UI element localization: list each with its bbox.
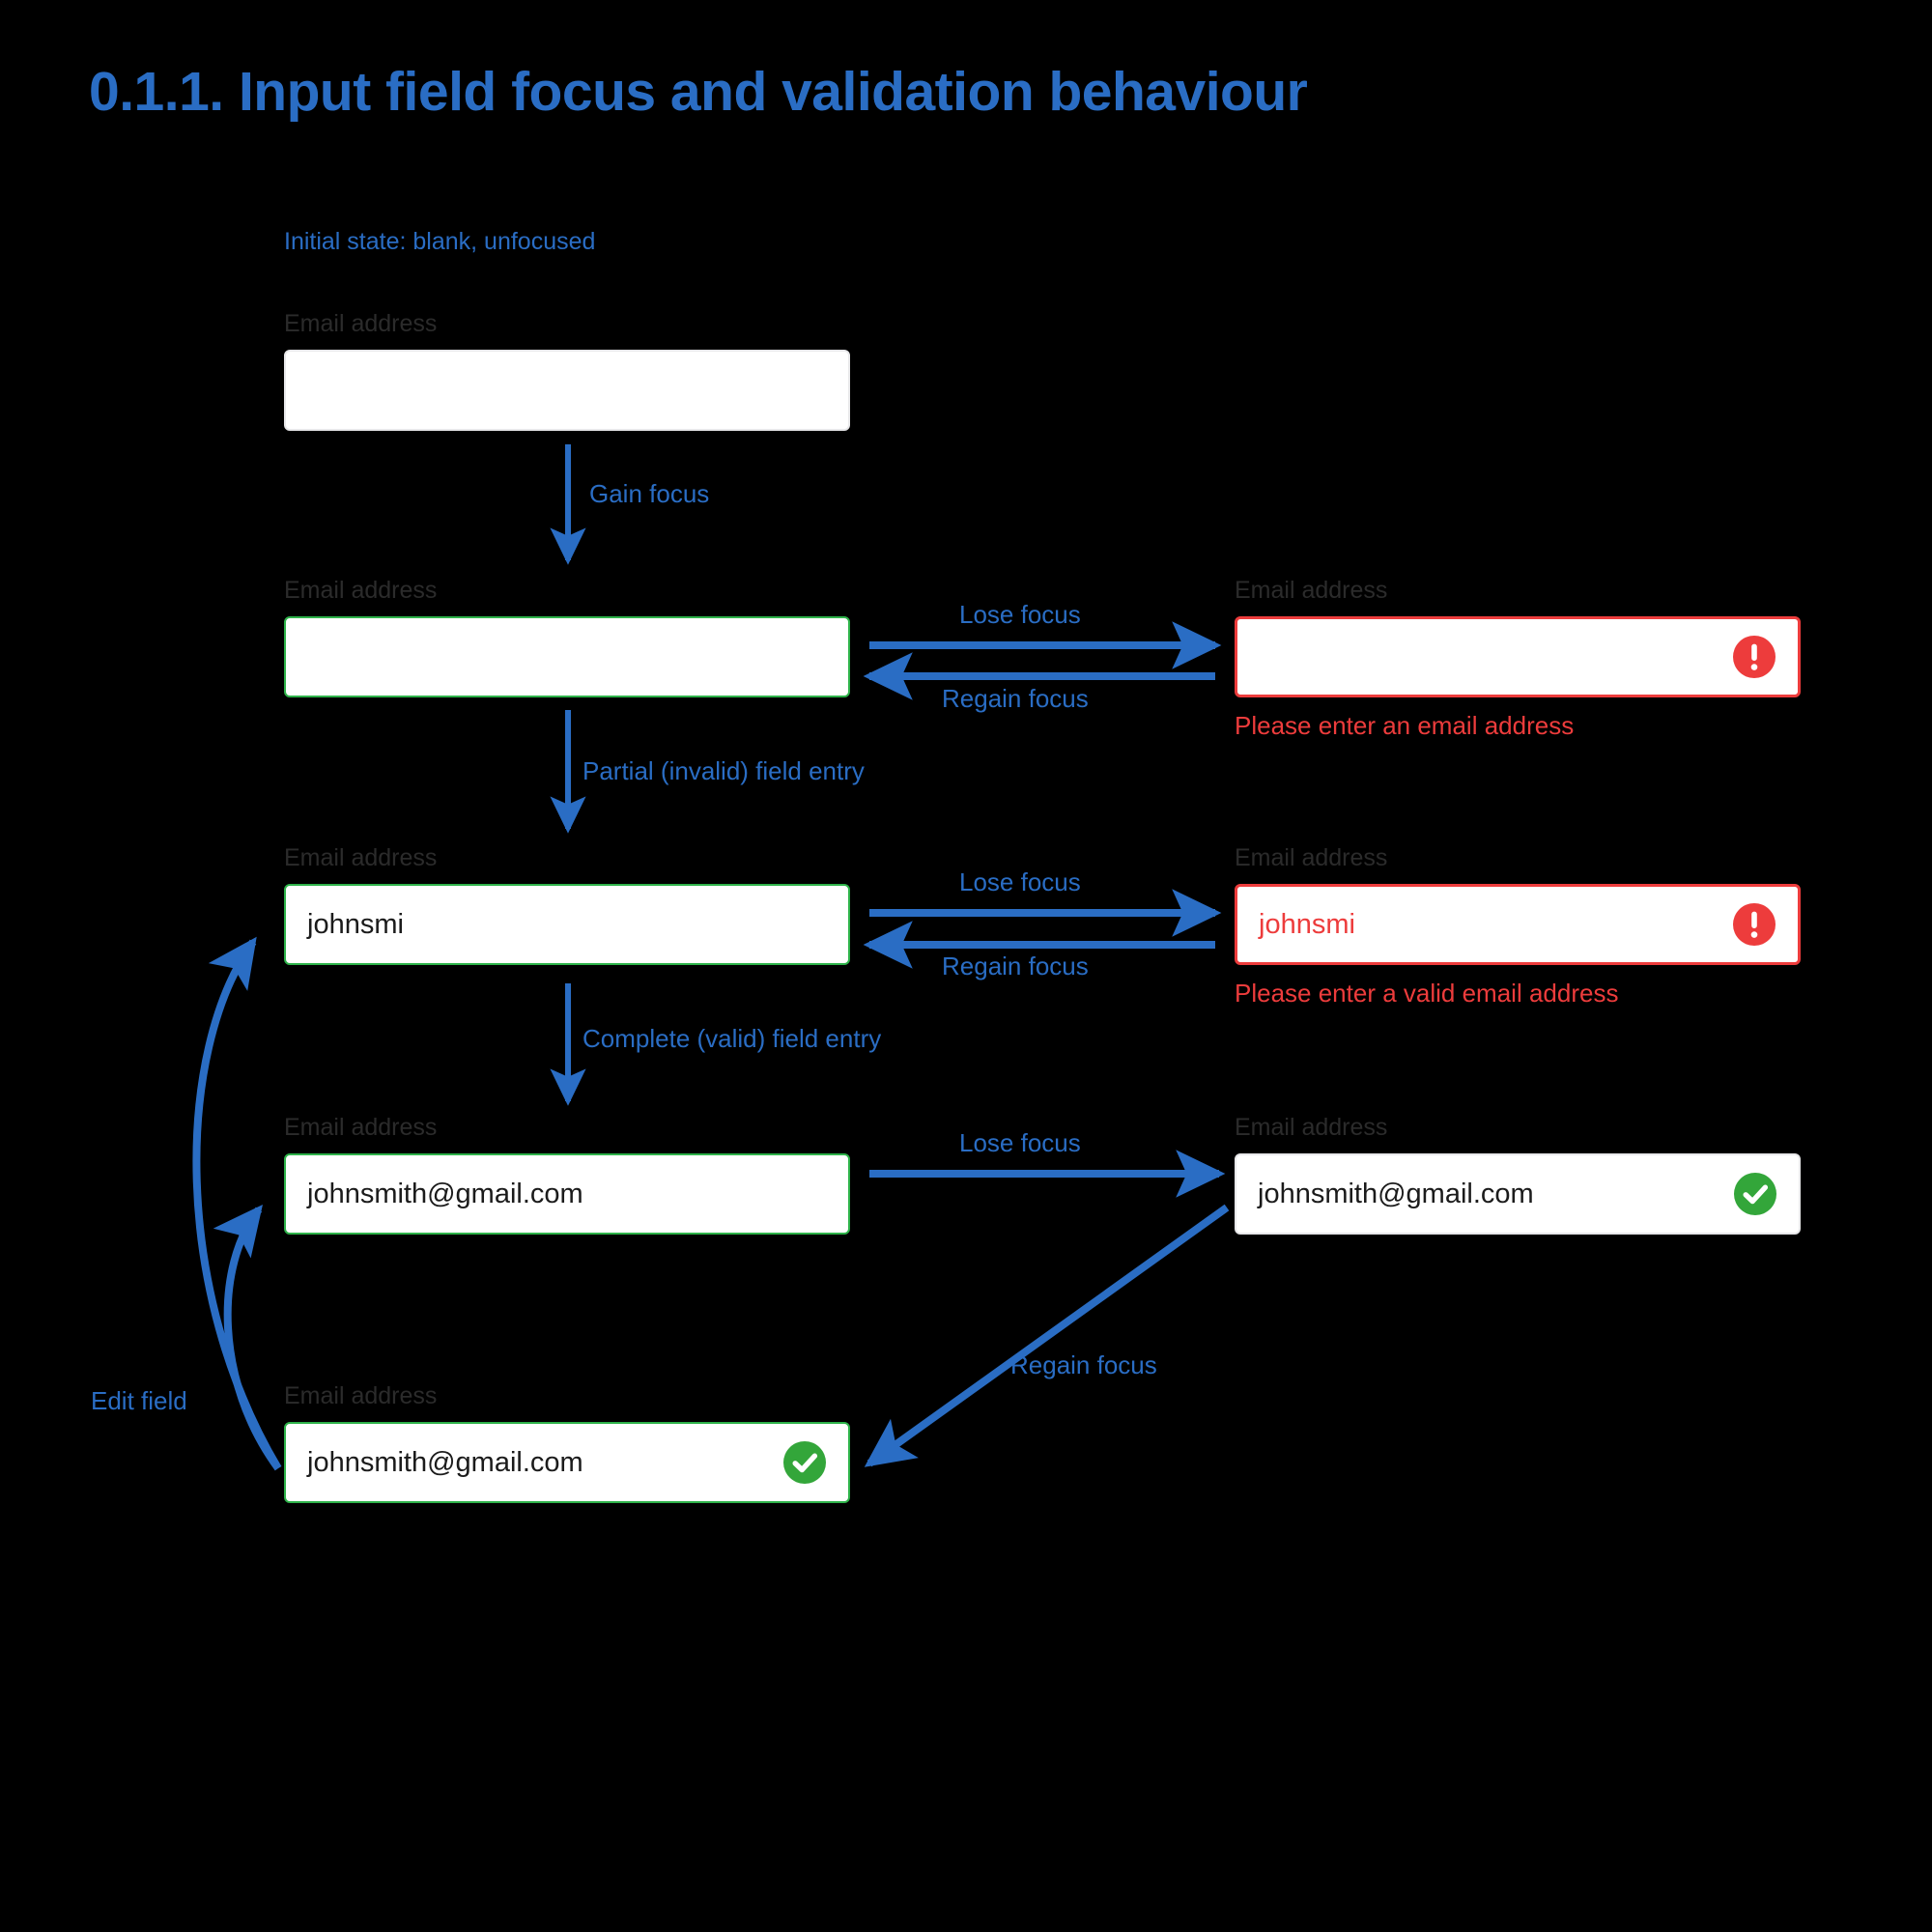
email-input-valid-focused[interactable]: johnsmith@gmail.com bbox=[284, 1153, 850, 1235]
transition-label-regain-focus-1: Regain focus bbox=[942, 684, 1089, 713]
success-icon bbox=[1733, 1172, 1777, 1216]
transition-label-complete-entry: Complete (valid) field entry bbox=[582, 1024, 882, 1053]
transition-label-edit-field: Edit field bbox=[91, 1386, 187, 1415]
field-error-message: Please enter an email address bbox=[1235, 711, 1575, 740]
error-icon bbox=[1732, 635, 1776, 679]
page-title: 0.1.1. Input field focus and validation … bbox=[89, 61, 1308, 123]
email-input-blank-error[interactable] bbox=[1235, 616, 1801, 697]
field-value: johnsmi bbox=[1259, 909, 1355, 940]
field-state-blank-unfocused: Email address bbox=[284, 309, 850, 431]
initial-state-caption: Initial state: blank, unfocused bbox=[284, 228, 596, 255]
field-label: Email address bbox=[1235, 1114, 1388, 1141]
field-label: Email address bbox=[284, 310, 438, 337]
field-error-message: Please enter a valid email address bbox=[1235, 979, 1619, 1008]
field-label: Email address bbox=[284, 1114, 438, 1141]
field-state-valid-unfocused: Email address johnsmith@gmail.com bbox=[1235, 1113, 1801, 1235]
transition-label-lose-focus-3: Lose focus bbox=[959, 1128, 1081, 1157]
field-value: johnsmi bbox=[307, 909, 404, 940]
transition-label-gain-focus: Gain focus bbox=[589, 479, 710, 508]
email-input-blank-unfocused[interactable] bbox=[284, 350, 850, 431]
email-input-partial-focused[interactable]: johnsmi bbox=[284, 884, 850, 965]
field-state-blank-error: Email address Please enter an email addr… bbox=[1235, 576, 1801, 740]
field-state-partial-error: Email address johnsmi Please enter a val… bbox=[1235, 843, 1801, 1008]
email-input-blank-focused[interactable] bbox=[284, 616, 850, 697]
field-state-valid-focused: Email address johnsmith@gmail.com bbox=[284, 1113, 850, 1235]
field-value: johnsmith@gmail.com bbox=[1258, 1179, 1534, 1209]
arrow-regain-focus-3 bbox=[864, 1204, 1230, 1467]
arrow-edit-field-to-valid bbox=[213, 1204, 282, 1471]
transition-label-lose-focus-2: Lose focus bbox=[959, 867, 1081, 896]
arrow-edit-field-to-partial bbox=[192, 936, 282, 1471]
email-input-partial-error[interactable]: johnsmi bbox=[1235, 884, 1801, 965]
transition-label-regain-focus-3: Regain focus bbox=[1010, 1350, 1157, 1379]
transition-label-partial-entry: Partial (invalid) field entry bbox=[582, 756, 865, 785]
field-state-partial-focused: Email address johnsmi bbox=[284, 843, 850, 965]
transition-label-regain-focus-2: Regain focus bbox=[942, 952, 1089, 980]
field-value: johnsmith@gmail.com bbox=[307, 1179, 583, 1209]
error-icon bbox=[1732, 902, 1776, 947]
field-state-valid-refocused: Email address johnsmith@gmail.com bbox=[284, 1381, 850, 1503]
email-input-valid-unfocused[interactable]: johnsmith@gmail.com bbox=[1235, 1153, 1801, 1235]
field-label: Email address bbox=[284, 577, 438, 604]
field-value: johnsmith@gmail.com bbox=[307, 1447, 583, 1478]
transition-label-lose-focus-1: Lose focus bbox=[959, 600, 1081, 629]
field-label: Email address bbox=[284, 844, 438, 871]
field-state-blank-focused: Email address bbox=[284, 576, 850, 697]
success-icon bbox=[782, 1440, 827, 1485]
email-input-valid-refocused[interactable]: johnsmith@gmail.com bbox=[284, 1422, 850, 1503]
field-label: Email address bbox=[284, 1382, 438, 1409]
field-label: Email address bbox=[1235, 844, 1388, 871]
field-label: Email address bbox=[1235, 577, 1388, 604]
